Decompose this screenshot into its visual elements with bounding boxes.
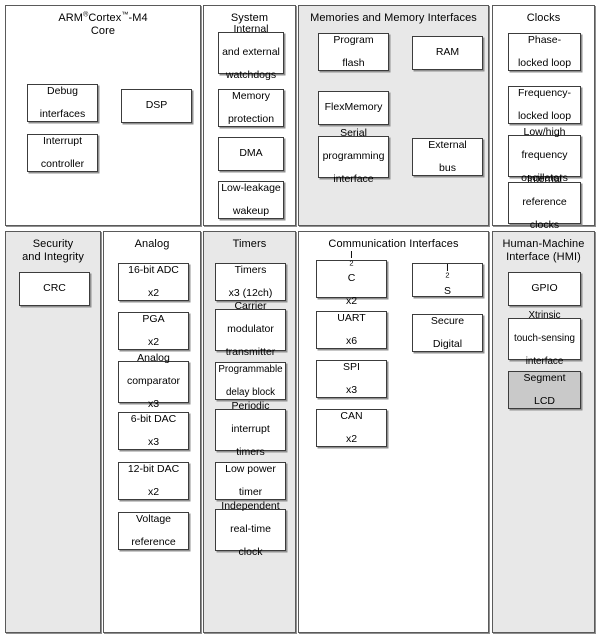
panel-title-clocks: Clocks — [526, 12, 561, 24]
block-ram[interactable]: RAM — [412, 36, 483, 70]
panel-title-security: Security and Integrity — [6, 232, 100, 263]
block-phase-locked-loop[interactable]: Phase-locked loop — [508, 33, 581, 71]
hmi-title-line1: Human-Machine — [502, 238, 585, 250]
registered-icon: ® — [83, 11, 89, 19]
block-gpio[interactable]: GPIO — [508, 272, 581, 306]
block-frequency-locked-loop[interactable]: Frequency-locked loop — [508, 86, 581, 124]
block-flexmemory[interactable]: FlexMemory — [318, 91, 389, 125]
trademark-icon: ™ — [121, 11, 129, 19]
panel-title-memories: Memories and Memory Interfaces — [310, 12, 477, 24]
panel-title-timers: Timers — [232, 238, 267, 250]
security-title-line1: Security — [32, 238, 74, 250]
panel-security-and-integrity: Security and Integrity CRC — [5, 231, 101, 633]
block-dsp[interactable]: DSP — [121, 89, 192, 123]
core-title-line1: ARM®Cortex™-M4 — [58, 11, 148, 24]
core-title-line2: Core — [90, 24, 116, 37]
panel-title-hmi: Human-Machine Interface (HMI) — [493, 232, 594, 263]
block-crc[interactable]: CRC — [19, 272, 90, 306]
panel-title-core: ARM®Cortex™-M4 Core — [6, 6, 200, 37]
block-dma[interactable]: DMA — [218, 137, 284, 171]
security-title-line2: and Integrity — [22, 250, 84, 263]
hmi-title-line2: Interface (HMI) — [506, 250, 581, 263]
panel-title-analog: Analog — [134, 238, 170, 250]
panel-title-comms: Communication Interfaces — [328, 238, 459, 250]
panel-human-machine-interface: Human-Machine Interface (HMI) GPIO Xtrin… — [492, 231, 595, 633]
panel-clocks: Clocks Phase-locked loop Frequency-locke… — [492, 5, 595, 231]
panel-title-system: System — [230, 12, 269, 24]
